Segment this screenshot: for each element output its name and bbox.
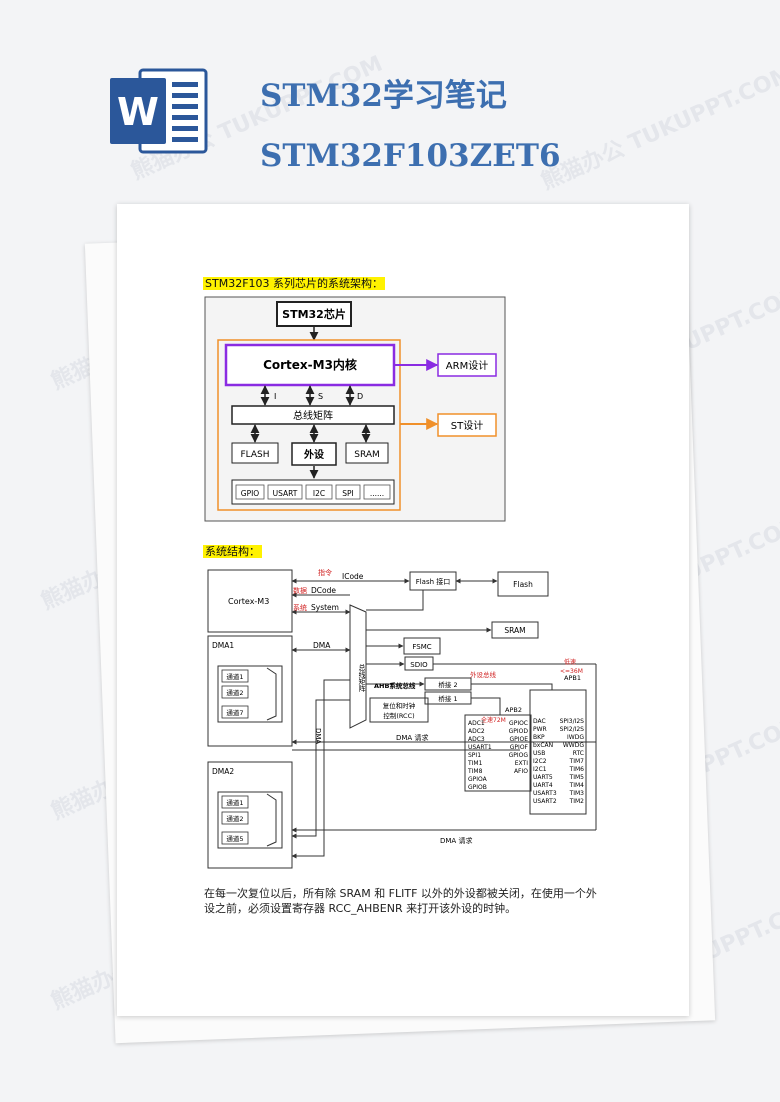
apb2-periph-exti: EXTI xyxy=(515,760,528,767)
apb2-periph-adc1: ADC1 xyxy=(468,720,485,727)
apb1-periph-tim6: TIM6 xyxy=(569,766,585,773)
apb1-periph-tim5: TIM5 xyxy=(569,774,585,781)
dma2-channel-2: 通道2 xyxy=(226,814,243,823)
system-structure-diagram: 指令 ICode 数据 DCode 系统 System DMA Cortex-M… xyxy=(207,568,597,869)
apb2-periph-gpioe: GPIOE xyxy=(509,736,528,743)
cortex-m3-label: Cortex-M3 xyxy=(228,597,269,606)
dcode-cn-label: 数据 xyxy=(293,586,307,595)
low-speed-label-2: <=36M xyxy=(560,668,583,675)
periph-gpio: GPIO xyxy=(241,489,260,498)
peripheral-bus-label: 外设总线 xyxy=(470,670,497,679)
flash-memory-label: Flash xyxy=(513,580,533,589)
st-design-label: ST设计 xyxy=(451,419,483,432)
logo-letter: W xyxy=(117,90,159,134)
apb1-periph-uart4: UART4 xyxy=(533,782,553,789)
apb1-periph-pwr: PWR xyxy=(533,726,547,733)
dma-request-label-1: DMA 请求 xyxy=(396,733,428,742)
apb2-periph-gpiob: GPIOB xyxy=(468,784,487,791)
arm-design-label: ARM设计 xyxy=(446,359,488,372)
apb1-periph-tim4: TIM4 xyxy=(569,782,585,789)
low-speed-label-1: 低速 xyxy=(564,658,576,666)
apb2-periph-usart1: USART1 xyxy=(468,744,492,751)
fsmc-label: FSMC xyxy=(412,643,431,651)
apb1-periph-uart5: UART5 xyxy=(533,774,553,781)
apb2-periph-gpiog: GPIOG xyxy=(509,752,529,759)
apb1-periph-i2c2: I2C2 xyxy=(533,758,547,765)
apb1-periph-dac: DAC xyxy=(533,718,546,725)
apb1-periph-usart3: USART3 xyxy=(533,790,557,797)
rcc-label-line1: 复位和时钟 xyxy=(383,701,416,710)
dma-bus-label: DMA xyxy=(313,641,331,650)
ahb-bus-label: AHB系统总线 xyxy=(374,681,416,690)
sdio-label: SDIO xyxy=(410,661,428,669)
peripheral-label: 外设 xyxy=(303,448,324,461)
stm32-chip-label: STM32芯片 xyxy=(282,307,346,321)
full-speed-label: 全速72M xyxy=(481,716,506,724)
apb1-periph-spi3: SPI3/I2S xyxy=(560,718,585,725)
apb1-periph-spi2: SPI2/I2S xyxy=(560,726,585,733)
rcc-label-line2: 控制(RCC) xyxy=(383,711,414,720)
apb1-label: APB1 xyxy=(564,674,581,682)
dma1-channel-7: 通道7 xyxy=(226,708,243,717)
periph-i2c: I2C xyxy=(313,489,325,498)
dma2-channel-1: 通道1 xyxy=(226,798,243,807)
periph-more: ...... xyxy=(370,489,384,498)
apb2-periph-adc3: ADC3 xyxy=(468,736,485,743)
apb1-periph-tim3: TIM3 xyxy=(569,790,585,797)
apb1-periph-wwdg: WWDG xyxy=(563,742,584,749)
dcode-label: DCode xyxy=(311,586,336,595)
cortex-core-label: Cortex-M3内核 xyxy=(263,357,357,372)
apb2-label: APB2 xyxy=(505,706,522,714)
periph-spi: SPI xyxy=(342,489,354,498)
apb1-periph-bkp: BKP xyxy=(533,734,545,741)
dma1-channel-1: 通道1 xyxy=(226,672,243,681)
bridge2-label: 桥接 2 xyxy=(438,680,457,689)
dma1-channel-2: 通道2 xyxy=(226,688,243,697)
body-paragraph: 在每一次复位以后，所有除 SRAM 和 FLITF 以外的外设都被关闭，在使用一… xyxy=(204,887,597,915)
icode-cn-label: 指令 xyxy=(318,568,332,577)
apb2-periph-gpioa: GPIOA xyxy=(468,776,488,783)
apb2-periph-gpioc: GPIOC xyxy=(509,720,528,727)
word-document-icon: W xyxy=(110,68,208,154)
apb1-periph-bxcan: bxCAN xyxy=(533,742,553,749)
apb1-periph-usb: USB xyxy=(533,750,545,757)
bus-d-label: D xyxy=(357,392,363,401)
section1-heading: STM32F103 系列芯片的系统架构： xyxy=(203,277,386,290)
system-cn-label: 系统 xyxy=(293,603,307,612)
system-label: System xyxy=(311,603,339,612)
apb2-periph-tim8: TIM8 xyxy=(467,768,483,775)
bridge1-label: 桥接 1 xyxy=(438,694,457,703)
dma2-label: DMA2 xyxy=(212,767,234,776)
dma2-channel-5: 通道5 xyxy=(226,834,243,843)
section2-heading: 系统结构： xyxy=(203,545,262,558)
periph-usart: USART xyxy=(273,489,298,498)
flash-interface-label: Flash 接口 xyxy=(416,577,451,586)
apb2-periph-adc2: ADC2 xyxy=(468,728,485,735)
apb1-periph-i2c1: I2C1 xyxy=(533,766,547,773)
sram-block-label: SRAM xyxy=(504,626,525,635)
dma-vertical-label: DMA xyxy=(314,728,322,744)
apb2-periph-tim1: TIM1 xyxy=(467,760,483,767)
document-title: STM32学习笔记STM32F103ZET6 xyxy=(260,78,561,174)
dma1-label: DMA1 xyxy=(212,641,234,650)
bus-i-label: I xyxy=(274,392,276,401)
apb1-periph-tim2: TIM2 xyxy=(569,798,585,805)
bus-matrix-label: 总线矩阵 xyxy=(293,409,333,422)
sram-label: SRAM xyxy=(354,450,380,460)
bus-s-label: S xyxy=(318,392,323,401)
apb2-periph-gpiod: GPIOD xyxy=(509,728,529,735)
flash-label: FLASH xyxy=(240,450,269,460)
architecture-diagram: STM32芯片 Cortex-M3内核 ARM设计 I S D 总线矩阵 ST设… xyxy=(204,296,506,522)
apb2-periph-gpiof: GPIOF xyxy=(510,744,529,751)
apb1-periph-rtc: RTC xyxy=(573,750,584,757)
dma-request-label-2: DMA 请求 xyxy=(440,836,472,845)
apb1-periph-iwdg: IWDG xyxy=(567,734,584,741)
bus-matrix-vertical-label: 总线矩阵 xyxy=(358,663,366,693)
apb2-periph-spi1: SPI1 xyxy=(468,752,481,759)
apb1-periph-usart2: USART2 xyxy=(533,798,557,805)
apb2-periph-afio: AFIO xyxy=(514,768,528,775)
apb1-periph-tim7: TIM7 xyxy=(569,758,585,765)
icode-label: ICode xyxy=(342,572,364,581)
